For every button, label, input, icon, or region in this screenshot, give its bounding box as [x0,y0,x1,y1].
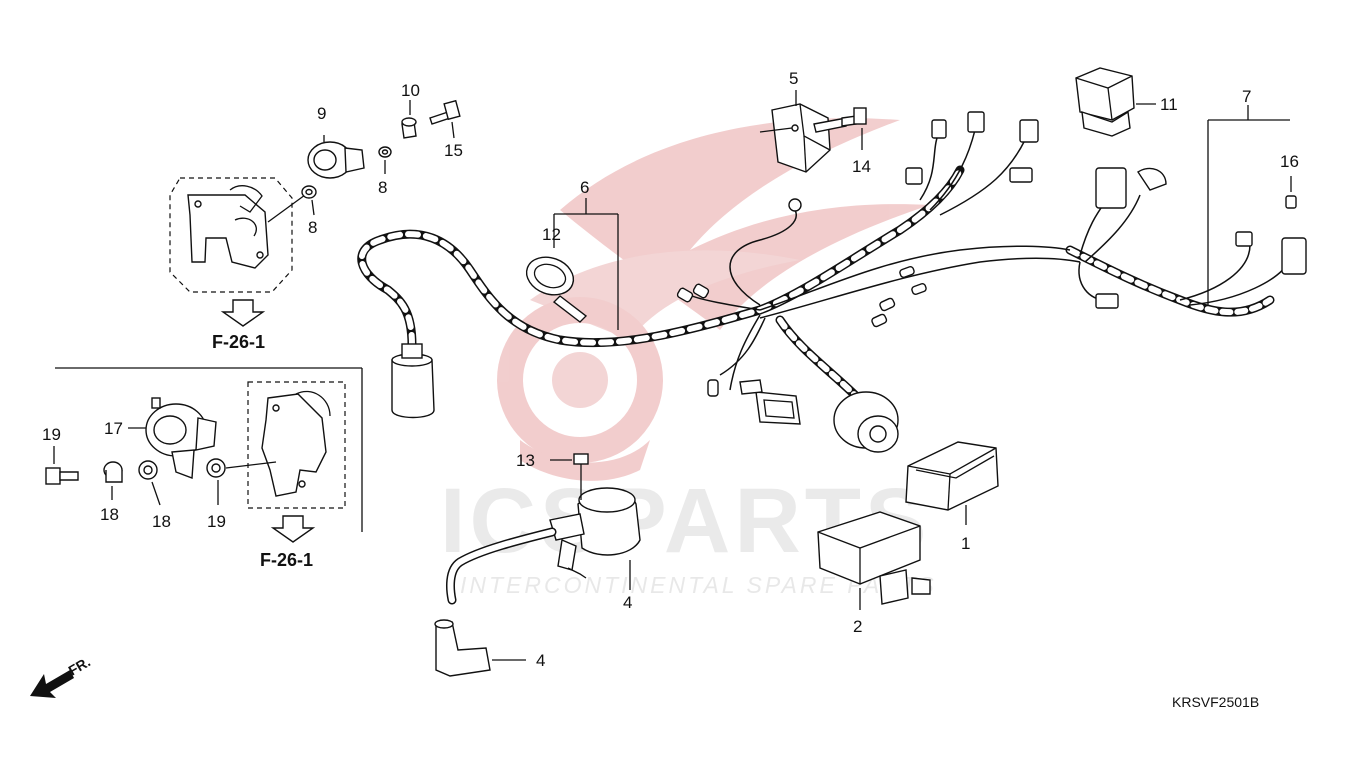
part-label-8a: 8 [378,178,387,197]
part-15-bolt [429,99,461,139]
part-3-ignition-coil [445,487,641,605]
part-label-9: 9 [317,104,326,123]
part-6-leader [553,198,619,330]
part-label-15: 15 [444,141,463,160]
part-label-8b: 8 [308,218,317,237]
arrow-down-upper [220,299,266,327]
part-label-2: 2 [853,617,862,636]
part-label-19a: 18 [152,512,171,531]
part-label-6: 6 [580,178,589,197]
part-20-bolt [45,446,79,485]
part-8-washer-b [301,185,317,216]
arrow-down-lower [270,515,316,543]
part-label-10: 10 [401,81,420,100]
part-1-box [905,441,999,525]
diagram-code: KRSVF2501B [1172,694,1259,710]
part-16-fuse [1285,176,1297,209]
part-9-switch [307,135,365,179]
bracket-assembly-lower [225,381,346,509]
part-label-3: 4 [623,593,632,612]
part-19-washer-a [138,460,161,506]
bracket-assembly-upper [169,177,306,293]
part-11-relay [1075,67,1156,137]
part-19-washer-b [206,458,226,505]
part-18-collar [103,461,123,500]
part-7-leader [1207,105,1290,305]
part-label-17: 17 [104,419,123,438]
part-label-20: 19 [42,425,61,444]
panel-separator [55,367,363,532]
part-label-11: 11 [1160,95,1178,114]
part-10-grommet [401,100,417,139]
part-14-bolt [841,107,867,150]
part-13-screw [550,453,589,500]
part-label-16: 16 [1280,152,1299,171]
part-label-18: 18 [100,505,119,524]
part-6-main-harness [357,129,1291,405]
front-direction-arrow [30,670,74,698]
part-label-13: 13 [516,451,535,470]
part-4-plug-cap [434,619,526,677]
harness-coupler-left [391,343,435,419]
part-label-7: 7 [1242,87,1251,106]
part-label-19b: 19 [207,512,226,531]
harness-coupler-square [739,379,801,425]
part-label-14: 14 [852,157,871,176]
part-label-5: 5 [789,69,798,88]
harness-coupler-round [833,391,899,453]
part-2-cdi [817,511,931,610]
part-label-4: 4 [536,651,545,670]
part-12-clamp [525,256,588,323]
part-label-12: 12 [542,225,561,244]
ref-label-lower: F-26-1 [260,550,313,570]
harness-terminals [676,111,1307,397]
part-5-unit [759,90,847,173]
watermark-emblem [497,118,930,481]
ref-label-upper: F-26-1 [212,332,265,352]
part-8-washer-a [378,146,392,174]
part-17-switch [128,397,217,479]
part-label-1: 1 [961,534,970,553]
